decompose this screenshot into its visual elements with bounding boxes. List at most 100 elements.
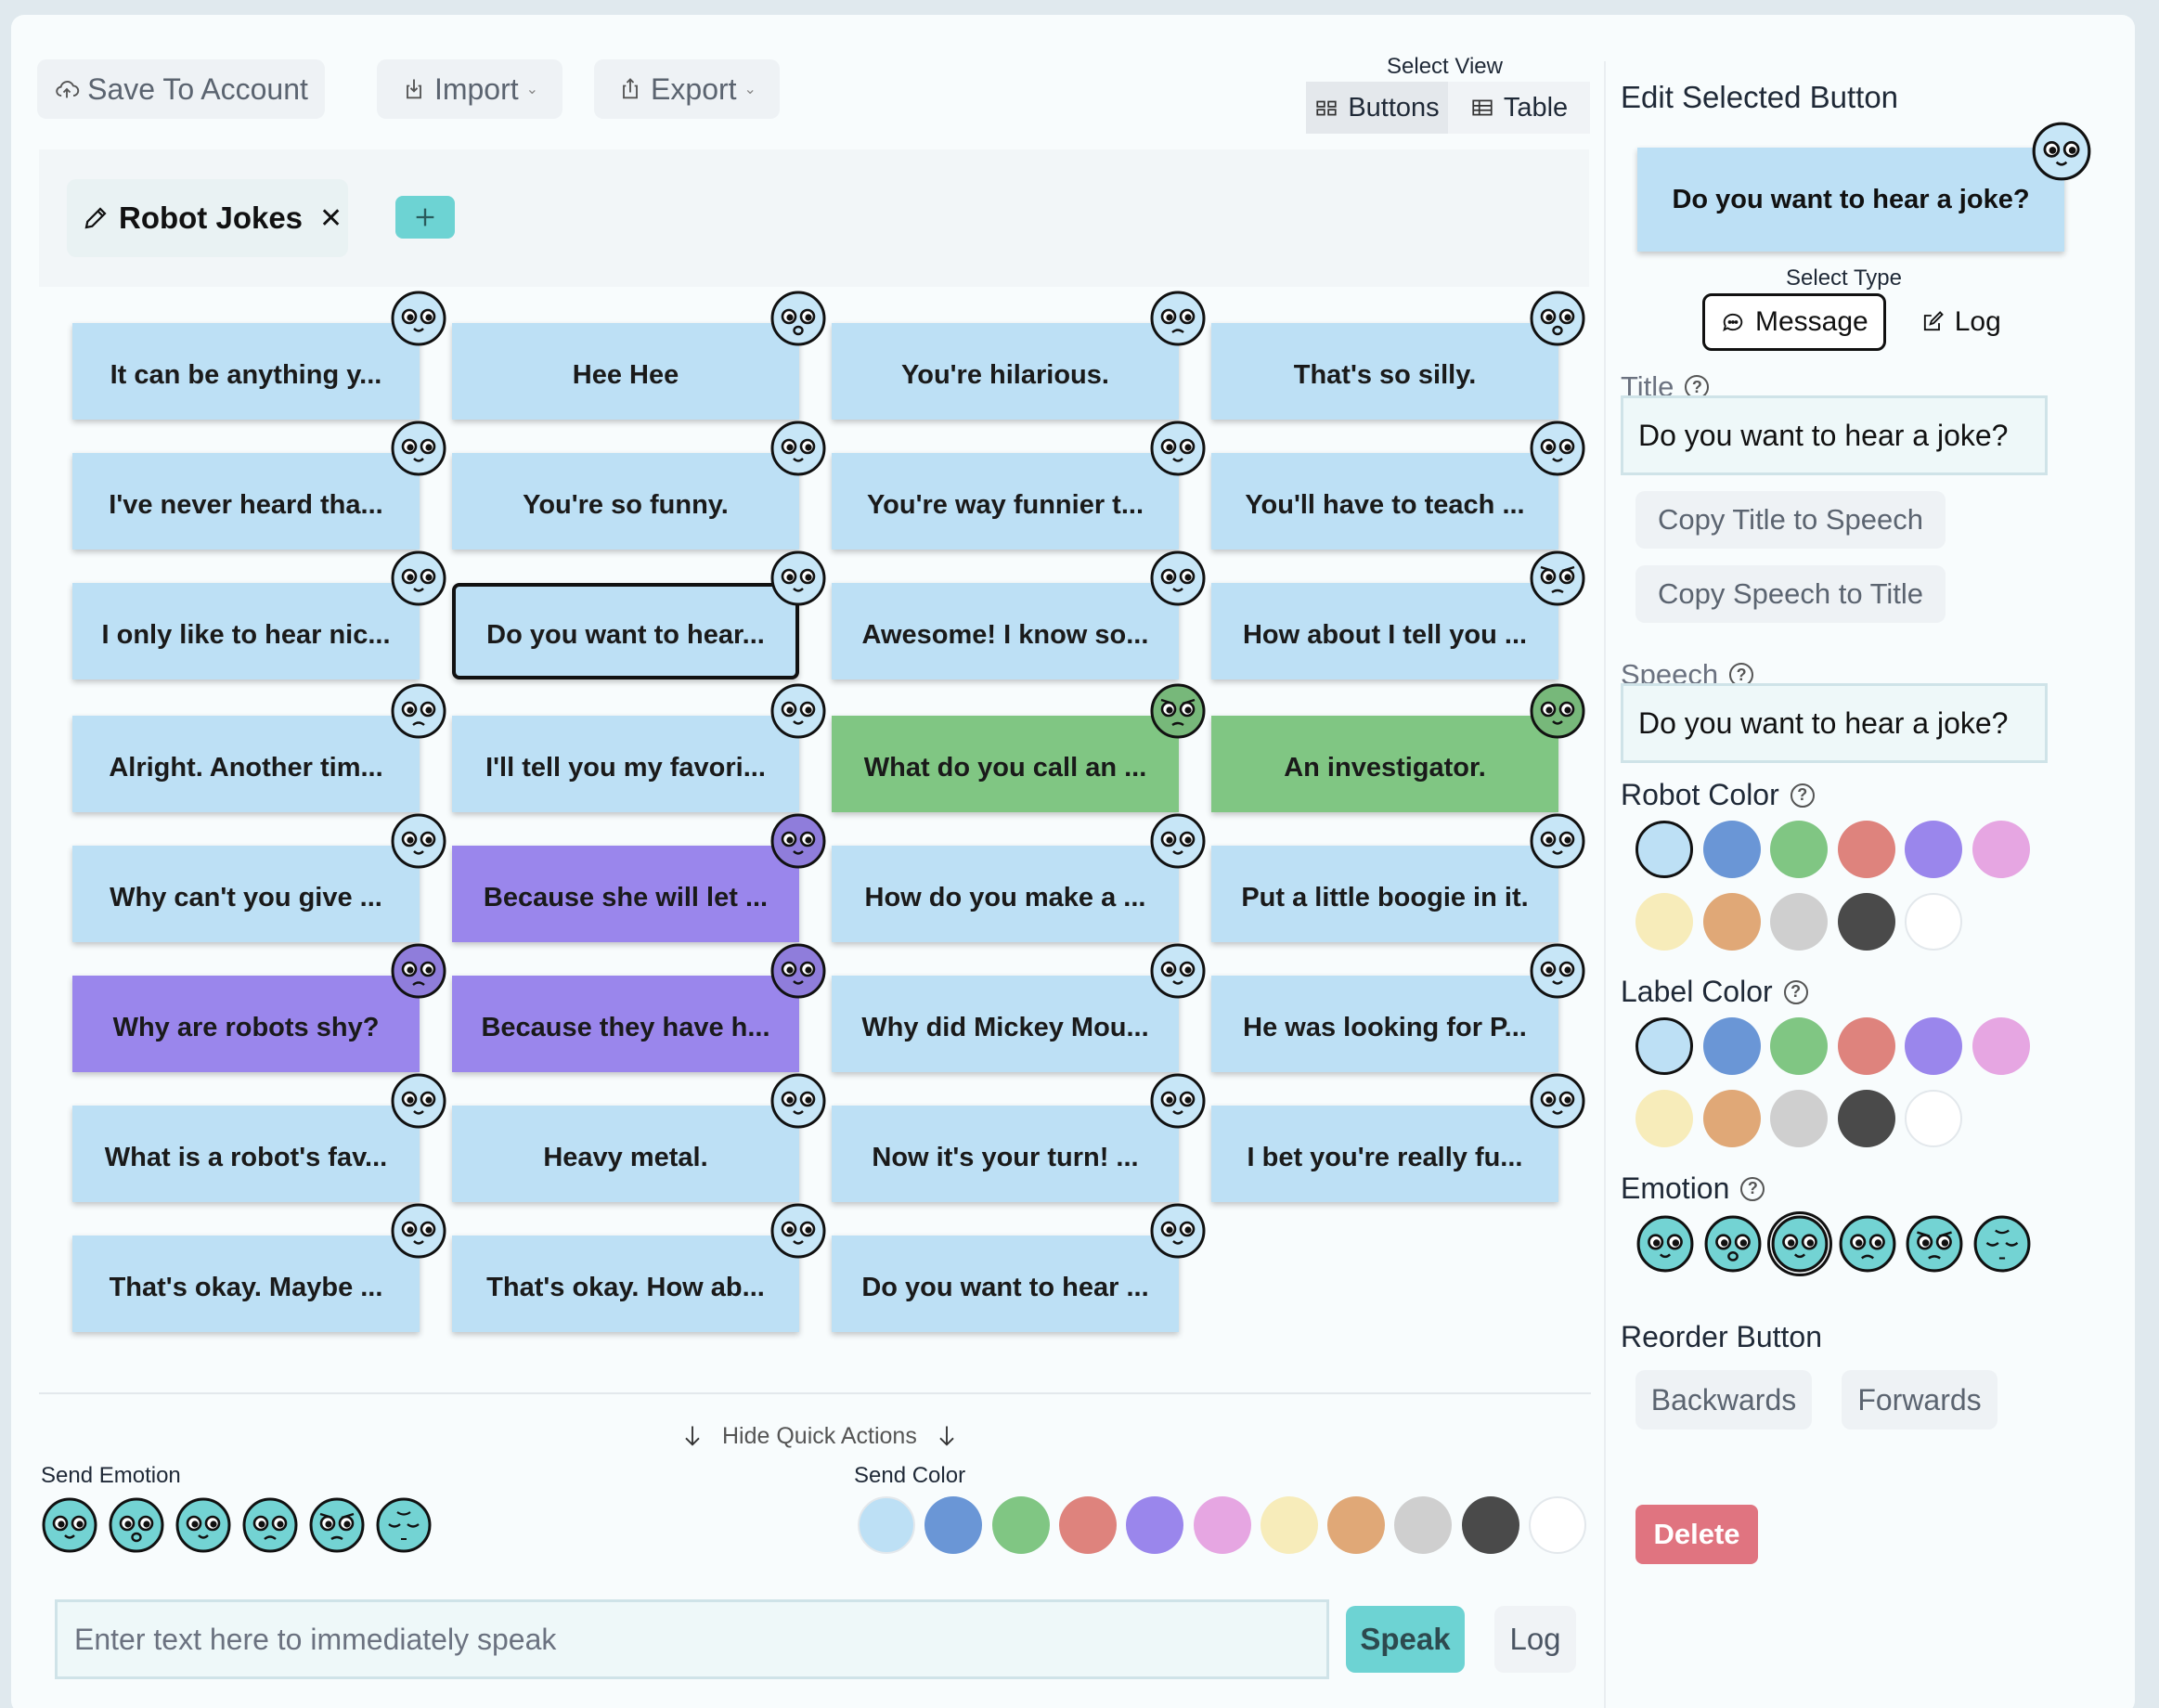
grid-button[interactable]: That's okay. Maybe ...: [72, 1236, 420, 1332]
grid-button[interactable]: That's okay. How ab...: [452, 1236, 799, 1332]
add-page-button[interactable]: [395, 196, 455, 239]
robot-color-swatch[interactable]: [1770, 893, 1828, 951]
robot-color-swatch[interactable]: [1702, 821, 1761, 878]
grid-button[interactable]: It can be anything y...: [72, 323, 420, 420]
import-button[interactable]: Import ⌄: [377, 59, 562, 119]
send-color-swatch[interactable]: [1058, 1496, 1117, 1554]
send-color-swatch[interactable]: [1327, 1496, 1386, 1554]
label-color-swatch[interactable]: [1702, 1090, 1761, 1147]
grid-button[interactable]: Hee Hee: [452, 323, 799, 420]
robot-color-swatch[interactable]: [1972, 821, 2030, 878]
emotion-surprised-icon[interactable]: [1703, 1214, 1763, 1274]
label-color-swatch[interactable]: [1635, 1090, 1693, 1147]
robot-color-swatch[interactable]: [1635, 821, 1693, 878]
robot-color-swatch[interactable]: [1837, 821, 1895, 878]
grid-button[interactable]: That's so silly.: [1211, 323, 1558, 420]
robot-color-swatch[interactable]: [1770, 821, 1828, 878]
pencil-icon[interactable]: [82, 204, 110, 232]
emotion-angry-icon[interactable]: [1905, 1214, 1964, 1274]
robot-color-swatch[interactable]: [1905, 893, 1962, 951]
label-color-swatch[interactable]: [1635, 1017, 1693, 1075]
grid-button[interactable]: How do you make a ...: [832, 846, 1179, 942]
help-icon[interactable]: ?: [1740, 1176, 1765, 1201]
send-emotion-happy-icon[interactable]: [175, 1496, 232, 1554]
view-buttons-tab[interactable]: Buttons: [1306, 82, 1448, 134]
emotion-neutral-icon[interactable]: [1635, 1214, 1695, 1274]
speak-text-input[interactable]: [55, 1599, 1329, 1679]
label-color-swatch[interactable]: [1702, 1017, 1761, 1075]
send-color-swatch[interactable]: [1529, 1496, 1586, 1554]
send-color-swatch[interactable]: [1126, 1496, 1184, 1554]
grid-button[interactable]: How about I tell you ...: [1211, 583, 1558, 679]
label-color-swatch[interactable]: [1905, 1017, 1962, 1075]
forwards-button[interactable]: Forwards: [1842, 1370, 1997, 1430]
send-emotion-neutral-icon[interactable]: [41, 1496, 98, 1554]
send-color-swatch[interactable]: [1260, 1496, 1318, 1554]
speak-button[interactable]: Speak: [1346, 1606, 1465, 1673]
delete-button[interactable]: Delete: [1635, 1505, 1758, 1564]
grid-button[interactable]: Put a little boogie in it.: [1211, 846, 1558, 942]
grid-button[interactable]: Why are robots shy?: [72, 976, 420, 1072]
grid-button[interactable]: Do you want to hear...: [452, 583, 799, 679]
grid-button[interactable]: Why can't you give ...: [72, 846, 420, 942]
grid-button[interactable]: Awesome! I know so...: [832, 583, 1179, 679]
grid-button[interactable]: Why did Mickey Mou...: [832, 976, 1179, 1072]
type-log-button[interactable]: Log: [1905, 293, 2016, 351]
log-button[interactable]: Log: [1494, 1606, 1576, 1673]
grid-button[interactable]: I'll tell you my favori...: [452, 716, 799, 812]
grid-button[interactable]: You're hilarious.: [832, 323, 1179, 420]
emotion-sad-icon[interactable]: [1838, 1214, 1897, 1274]
label-color-swatch[interactable]: [1972, 1017, 2030, 1075]
label-color-swatch[interactable]: [1837, 1017, 1895, 1075]
grid-button[interactable]: Heavy metal.: [452, 1106, 799, 1202]
save-to-account-button[interactable]: Save To Account: [37, 59, 325, 119]
help-icon[interactable]: ?: [1783, 979, 1808, 1004]
label-color-swatch[interactable]: [1837, 1090, 1895, 1147]
send-color-swatch[interactable]: [1193, 1496, 1251, 1554]
hide-quick-actions-toggle[interactable]: Hide Quick Actions: [679, 1422, 960, 1450]
send-color-swatch[interactable]: [858, 1496, 915, 1554]
label-color-swatch[interactable]: [1905, 1090, 1962, 1147]
grid-button[interactable]: You'll have to teach ...: [1211, 453, 1558, 550]
title-input[interactable]: Do you want to hear a joke?: [1621, 395, 2048, 475]
grid-button[interactable]: Do you want to hear ...: [832, 1236, 1179, 1332]
grid-button[interactable]: I only like to hear nic...: [72, 583, 420, 679]
robot-color-swatch[interactable]: [1837, 893, 1895, 951]
help-icon[interactable]: ?: [1790, 783, 1815, 808]
robot-color-swatch[interactable]: [1905, 821, 1962, 878]
send-color-swatch[interactable]: [1394, 1496, 1453, 1554]
grid-button[interactable]: What do you call an ...: [832, 716, 1179, 812]
close-icon[interactable]: ✕: [319, 202, 343, 234]
page-tab-robot-jokes[interactable]: Robot Jokes ✕: [67, 179, 348, 257]
grid-button[interactable]: Because she will let ...: [452, 846, 799, 942]
export-button[interactable]: Export ⌄: [594, 59, 780, 119]
grid-button[interactable]: Now it's your turn! ...: [832, 1106, 1179, 1202]
send-emotion-surprised-icon[interactable]: [108, 1496, 165, 1554]
label-color-swatch[interactable]: [1770, 1090, 1828, 1147]
copy-title-to-speech-button[interactable]: Copy Title to Speech: [1635, 491, 1946, 549]
type-message-button[interactable]: Message: [1702, 293, 1886, 351]
robot-color-swatch[interactable]: [1702, 893, 1761, 951]
grid-button[interactable]: I've never heard tha...: [72, 453, 420, 550]
robot-color-swatch[interactable]: [1635, 893, 1693, 951]
send-color-swatch[interactable]: [991, 1496, 1050, 1554]
send-color-swatch[interactable]: [924, 1496, 983, 1554]
grid-button[interactable]: I bet you're really fu...: [1211, 1106, 1558, 1202]
grid-button[interactable]: An investigator.: [1211, 716, 1558, 812]
backwards-button[interactable]: Backwards: [1635, 1370, 1812, 1430]
grid-button[interactable]: Because they have h...: [452, 976, 799, 1072]
send-emotion-sleepy-icon[interactable]: [375, 1496, 433, 1554]
label-color-swatch[interactable]: [1770, 1017, 1828, 1075]
grid-button[interactable]: He was looking for P...: [1211, 976, 1558, 1072]
grid-button[interactable]: Alright. Another tim...: [72, 716, 420, 812]
grid-button[interactable]: What is a robot's fav...: [72, 1106, 420, 1202]
send-color-swatch[interactable]: [1461, 1496, 1519, 1554]
send-emotion-sad-icon[interactable]: [241, 1496, 299, 1554]
view-table-tab[interactable]: Table: [1448, 82, 1590, 134]
send-emotion-angry-icon[interactable]: [308, 1496, 366, 1554]
grid-button[interactable]: You're so funny.: [452, 453, 799, 550]
copy-speech-to-title-button[interactable]: Copy Speech to Title: [1635, 565, 1946, 623]
grid-button[interactable]: You're way funnier t...: [832, 453, 1179, 550]
speech-input[interactable]: Do you want to hear a joke?: [1621, 683, 2048, 763]
emotion-happy-icon[interactable]: [1770, 1214, 1829, 1274]
